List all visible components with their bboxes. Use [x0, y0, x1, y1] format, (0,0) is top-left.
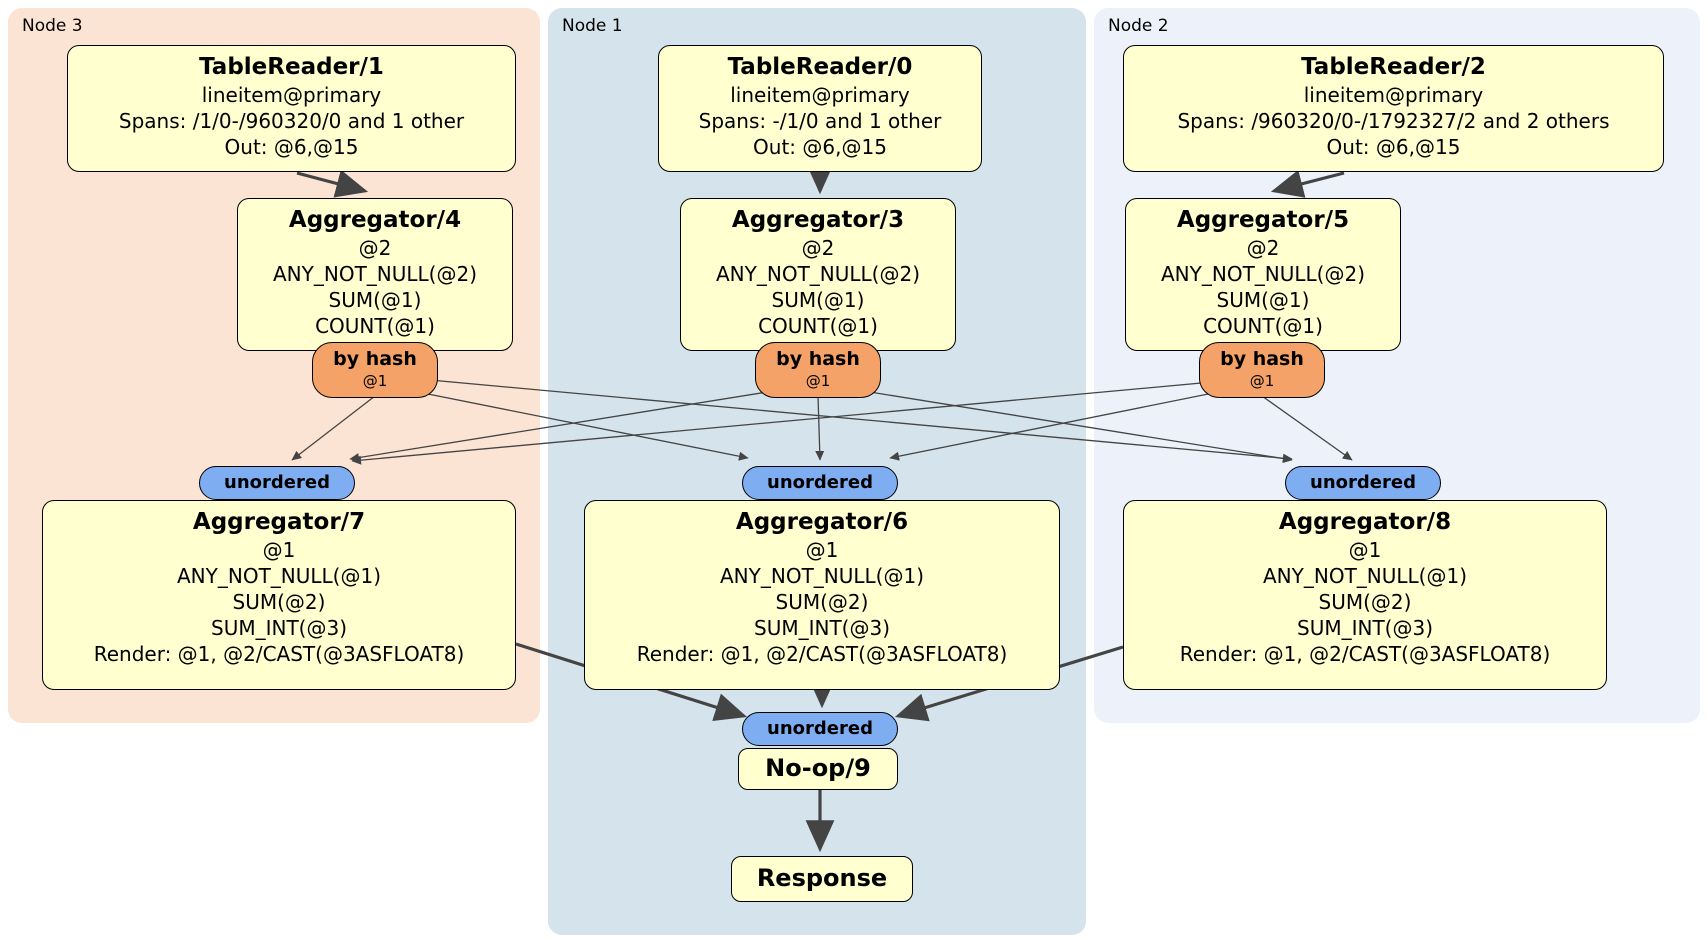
aggregator-6-fn1: ANY_NOT_NULL(@1) [720, 564, 924, 588]
hash-router-node1-key: @1 [805, 372, 831, 390]
tablereader-1-out: Out: @6,@15 [224, 135, 359, 159]
aggregator-6-fn2: SUM(@2) [775, 590, 869, 614]
aggregator-8-title: Aggregator/8 [1278, 509, 1452, 535]
tablereader-2-out: Out: @6,@15 [1326, 135, 1461, 159]
aggregator-4-group: @2 [358, 236, 392, 260]
node2-region-label: Node 2 [1108, 16, 1169, 36]
aggregator-4-title: Aggregator/4 [288, 207, 462, 233]
tablereader-2-title: TableReader/2 [1301, 54, 1486, 80]
tablereader-2-index: lineitem@primary [1303, 83, 1484, 107]
aggregator-5-fn2: SUM(@1) [1216, 288, 1310, 312]
tablereader-0-index: lineitem@primary [730, 83, 910, 107]
hash-to-sync-edges [291, 379, 1353, 465]
tablereader-2-spans: Spans: /960320/0-/1792327/2 and 2 others [1177, 109, 1610, 133]
aggregator-8-node: Aggregator/8 @1 ANY_NOT_NULL(@1) SUM(@2)… [1123, 500, 1607, 690]
aggregator-4-fn3: COUNT(@1) [315, 314, 435, 338]
aggregator-5-fn3: COUNT(@1) [1203, 314, 1323, 338]
aggregator-3-fn3: COUNT(@1) [758, 314, 878, 338]
aggregator-6-fn3: SUM_INT(@3) [754, 616, 890, 640]
aggregator-5-group: @2 [1246, 236, 1280, 260]
hash-router-node2-key: @1 [1249, 372, 1275, 390]
aggregator-5-fn1: ANY_NOT_NULL(@2) [1161, 262, 1365, 286]
aggregator-7-node: Aggregator/7 @1 ANY_NOT_NULL(@1) SUM(@2)… [42, 500, 516, 690]
response-node: Response [731, 856, 913, 902]
aggregator-6-group: @1 [805, 538, 839, 562]
noop-9-node: No-op/9 [738, 748, 898, 790]
hash-router-node1-label: by hash [776, 348, 860, 370]
aggregator-5-node: Aggregator/5 @2 ANY_NOT_NULL(@2) SUM(@1)… [1125, 198, 1401, 351]
aggregator-8-render: Render: @1, @2/CAST(@3ASFLOAT8) [1179, 642, 1551, 666]
aggregator-3-title: Aggregator/3 [731, 207, 905, 233]
aggregator-4-fn2: SUM(@1) [328, 288, 422, 312]
aggregator-7-fn3: SUM_INT(@3) [211, 616, 347, 640]
aggregator-7-fn2: SUM(@2) [232, 590, 326, 614]
hash-router-node2-label: by hash [1220, 348, 1304, 370]
aggregator-3-fn1: ANY_NOT_NULL(@2) [716, 262, 920, 286]
hash-router-node3-key: @1 [362, 372, 388, 390]
unordered-sync-right: unordered [1285, 466, 1441, 500]
tablereader-0-out: Out: @6,@15 [753, 135, 887, 159]
hash-router-node2: by hash @1 [1199, 342, 1325, 398]
tablereader-2-node: TableReader/2 lineitem@primary Spans: /9… [1123, 45, 1664, 172]
aggregator-5-title: Aggregator/5 [1176, 207, 1350, 233]
aggregator-7-fn1: ANY_NOT_NULL(@1) [177, 564, 381, 588]
aggregator-4-fn1: ANY_NOT_NULL(@2) [273, 262, 477, 286]
unordered-sync-final: unordered [742, 712, 898, 746]
aggregator-8-fn2: SUM(@2) [1318, 590, 1412, 614]
tablereader-1-title: TableReader/1 [199, 54, 384, 80]
tablereader-1-node: TableReader/1 lineitem@primary Spans: /1… [67, 45, 516, 172]
tablereader-1-index: lineitem@primary [201, 83, 382, 107]
hash-router-node3-label: by hash [333, 348, 417, 370]
aggregator-6-render: Render: @1, @2/CAST(@3ASFLOAT8) [636, 642, 1008, 666]
aggregator-4-node: Aggregator/4 @2 ANY_NOT_NULL(@2) SUM(@1)… [237, 198, 513, 351]
aggregator-7-render: Render: @1, @2/CAST(@3ASFLOAT8) [93, 642, 465, 666]
aggregator-7-group: @1 [262, 538, 296, 562]
node3-region-label: Node 3 [22, 16, 83, 36]
aggregator-3-group: @2 [801, 236, 835, 260]
aggregator-8-fn3: SUM_INT(@3) [1297, 616, 1433, 640]
node1-region-label: Node 1 [562, 16, 623, 36]
aggregator-7-title: Aggregator/7 [192, 509, 366, 535]
aggregator-8-group: @1 [1348, 538, 1382, 562]
unordered-sync-left: unordered [199, 466, 355, 500]
aggregator-8-fn1: ANY_NOT_NULL(@1) [1263, 564, 1467, 588]
aggregator-6-title: Aggregator/6 [735, 509, 909, 535]
aggregator-6-node: Aggregator/6 @1 ANY_NOT_NULL(@1) SUM(@2)… [584, 500, 1060, 690]
hash-router-node3: by hash @1 [312, 342, 438, 398]
hash-router-node1: by hash @1 [755, 342, 881, 398]
aggregator-3-node: Aggregator/3 @2 ANY_NOT_NULL(@2) SUM(@1)… [680, 198, 956, 351]
tablereader-0-node: TableReader/0 lineitem@primary Spans: -/… [658, 45, 982, 172]
tablereader-0-spans: Spans: -/1/0 and 1 other [698, 109, 942, 133]
aggregator-3-fn2: SUM(@1) [771, 288, 865, 312]
tablereader-0-title: TableReader/0 [727, 54, 913, 80]
unordered-sync-center: unordered [742, 466, 898, 500]
tablereader-1-spans: Spans: /1/0-/960320/0 and 1 other [118, 109, 465, 133]
